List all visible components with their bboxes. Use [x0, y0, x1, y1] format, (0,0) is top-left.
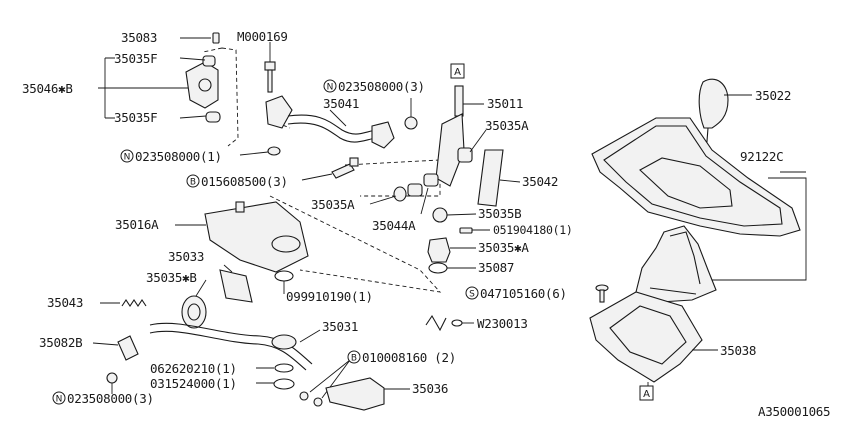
part-047105160-screw	[595, 284, 609, 303]
assembly-outline-housing	[269, 195, 442, 293]
part-015608500-bolt	[301, 157, 359, 181]
part-051904180-pin	[459, 227, 490, 234]
label-010008160: 010008160 (2)	[362, 350, 456, 365]
prefix-n-023508000-top: N	[323, 79, 337, 93]
label-023508000-3-top: 023508000(3)	[338, 79, 425, 94]
label-35016a: 35016A	[115, 217, 159, 232]
label-35035a-star: 35035✱A	[478, 240, 529, 255]
label-35043: 35043	[47, 295, 83, 310]
part-35044a-pin	[420, 173, 439, 215]
part-35035b-star-bushing	[181, 279, 207, 329]
prefix-b-010008160: B	[347, 350, 361, 364]
assembly-outline-upper	[202, 47, 239, 147]
label-35042: 35042	[522, 174, 558, 189]
label-047105160: 047105160(6)	[480, 286, 567, 301]
part-35082b-plate	[92, 335, 139, 361]
part-35087-washer	[428, 262, 476, 274]
part-023508000-nut-top	[404, 98, 418, 130]
part-35022-knob	[698, 78, 752, 155]
label-35031: 35031	[322, 319, 358, 334]
part-w230013-clip	[425, 314, 474, 332]
label-35035a-right: 35035A	[485, 118, 529, 133]
label-35035f-bottom: 35035F	[114, 110, 157, 125]
part-023508000-nut-bottom	[106, 372, 118, 394]
ref-box-a-bottom: A	[639, 385, 654, 401]
label-023508000-3-bottom: 023508000(3)	[67, 391, 154, 406]
ref-box-a-bottom-letter: A	[643, 389, 650, 400]
part-35042-grip	[477, 149, 521, 207]
part-35046-bracket	[98, 55, 221, 123]
label-099910190: 099910190(1)	[286, 289, 373, 304]
part-m000169-bolt	[264, 42, 276, 93]
label-92122c: 92122C	[740, 149, 783, 164]
prefix-n-023508000-mid: N	[120, 149, 134, 163]
ref-box-a-top: A	[450, 63, 465, 79]
label-015608500-3: 015608500(3)	[201, 174, 288, 189]
prefix-n-023508000-bottom: N	[52, 391, 66, 405]
part-062620210-ring	[256, 363, 294, 373]
label-062620210: 062620210(1)	[150, 361, 237, 376]
svg-text:B: B	[190, 178, 196, 188]
part-35033-selector	[219, 264, 253, 303]
part-35038-plate	[589, 291, 718, 386]
part-010008160-bolt	[299, 359, 351, 407]
prefix-b-015608500: B	[186, 174, 200, 188]
part-35035a-bushing-mid	[369, 183, 423, 205]
label-35044a: 35044A	[372, 218, 416, 233]
part-35031-rod	[149, 322, 321, 371]
label-35035f-top: 35035F	[114, 51, 157, 66]
label-35022: 35022	[755, 88, 791, 103]
label-35033: 35033	[168, 249, 204, 264]
part-boot	[635, 225, 717, 303]
svg-text:S: S	[469, 290, 475, 300]
label-35011: 35011	[487, 96, 523, 111]
part-031524000-washer	[256, 378, 295, 390]
part-35035a-bushing-right	[457, 129, 487, 163]
label-35041: 35041	[323, 96, 359, 111]
label-35083: 35083	[121, 30, 157, 45]
label-35035b-star: 35035✱B	[146, 270, 197, 285]
ref-box-a-top-letter: A	[454, 67, 461, 78]
label-35082b: 35082B	[39, 335, 82, 350]
part-35011-rod	[435, 85, 484, 187]
label-35035a-mid: 35035A	[311, 197, 355, 212]
part-35041-shift-lever	[265, 95, 395, 149]
label-35046: 35046✱B	[22, 81, 73, 96]
svg-text:N: N	[327, 83, 334, 93]
part-35036-bracket	[325, 377, 410, 411]
label-35035b: 35035B	[478, 206, 521, 221]
svg-text:B: B	[351, 354, 357, 364]
part-35043-spring	[100, 299, 147, 307]
part-35035b-ball	[432, 207, 477, 223]
diagram-id: A350001065	[758, 404, 830, 419]
part-099910190-oring	[274, 270, 294, 294]
prefix-s-047105160: S	[465, 286, 479, 300]
svg-text:N: N	[56, 395, 63, 405]
part-35035a-boot-seal	[427, 237, 476, 263]
part-35016a-housing	[175, 201, 309, 273]
part-023508000-washer	[239, 146, 281, 156]
label-m000169: M000169	[237, 29, 288, 44]
svg-text:N: N	[124, 153, 131, 163]
part-92122c-console	[591, 117, 807, 281]
label-35038: 35038	[720, 343, 756, 358]
label-023508000-1: 023508000(1)	[135, 149, 222, 164]
part-35083-pin	[180, 32, 220, 44]
label-w230013: W230013	[477, 316, 528, 331]
label-35087: 35087	[478, 260, 514, 275]
label-051904180: 051904180(1)	[493, 223, 572, 237]
label-35036: 35036	[412, 381, 448, 396]
label-031524000: 031524000(1)	[150, 376, 237, 391]
